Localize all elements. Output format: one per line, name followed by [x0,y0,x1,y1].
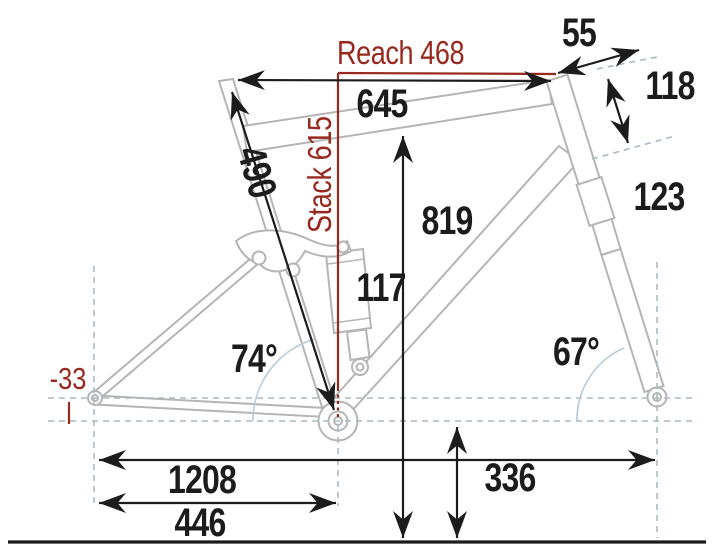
head-tube-label: 118 [645,63,695,108]
rocker-pivot-shock [336,240,350,254]
stack-label: Stack 615 [303,116,339,233]
dim-line-seat-tube [230,91,336,411]
head-angle-label: 67° [553,329,599,374]
shock-shaft [345,328,371,362]
effective-top-tube-label: 645 [357,81,409,126]
dim-line-effective-top-tube [237,70,552,91]
rocker-pivot-front [251,250,267,266]
reach-label: Reach 468 [337,36,464,72]
seat-tube-length-label: 490 [229,141,287,202]
fork-lowers [600,247,665,394]
stem-label: 55 [562,10,597,55]
shock-cap-line-bottom [332,317,371,324]
shock-label: 117 [356,265,405,310]
reach-line [337,71,557,76]
labels: Reach 468 Stack 615 -33 490 645 819 117 … [50,10,696,545]
bike-frame [87,73,668,442]
standover-label: 819 [422,198,473,243]
wheelbase-label: 1208 [168,457,237,502]
head-angle-arc [576,347,625,421]
bb-height-label: 336 [485,455,536,500]
fork-crown [575,175,616,228]
dim-line-head-tube [606,78,630,144]
fork-label: 123 [634,174,685,219]
chainstay-label: 446 [175,500,226,545]
dimension-lines [99,47,655,538]
head-bottom-guide [591,135,676,160]
dim-line-stem [557,47,640,76]
seat-angle-label: 74° [231,336,277,381]
bb-drop-label: -33 [50,362,87,397]
shock-lower-eyelet-hole [355,362,365,372]
